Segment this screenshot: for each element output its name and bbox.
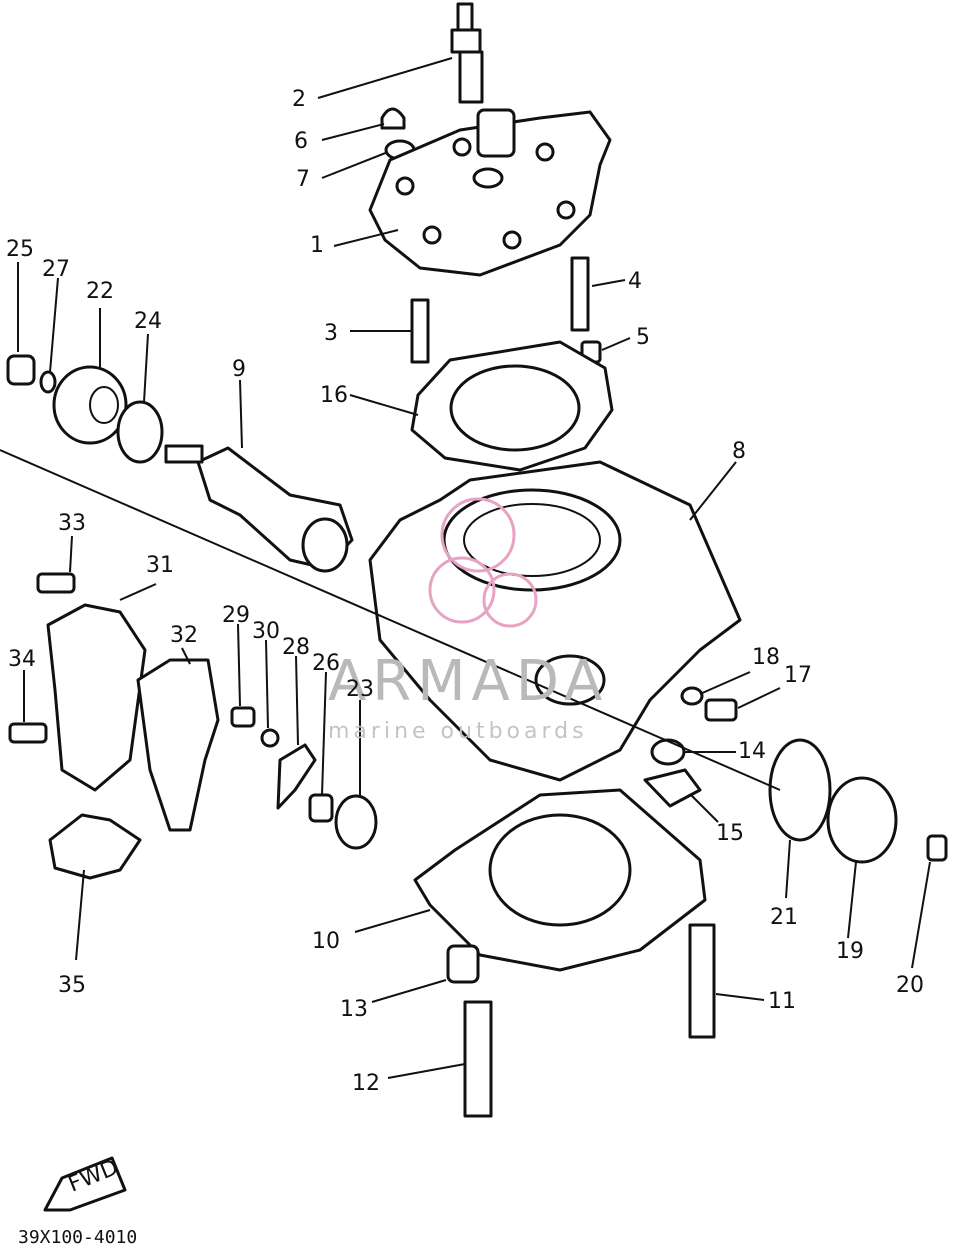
- part-cap-nut: [380, 107, 406, 130]
- callout-34: 34: [8, 647, 36, 672]
- part-oring-27: [39, 370, 57, 394]
- callout-5: 5: [636, 325, 650, 350]
- callout-33: 33: [58, 511, 86, 536]
- callout-20: 20: [896, 973, 924, 998]
- callout-14: 14: [738, 739, 766, 764]
- callout-27: 27: [42, 257, 70, 282]
- part-bolt-33: [36, 572, 76, 594]
- part-stud-11: [688, 923, 716, 1039]
- callout-3: 3: [324, 321, 338, 346]
- part-stud-4: [570, 256, 590, 332]
- watermark: ARMADA marine outboards: [328, 497, 608, 744]
- watermark-title: ARMADA: [328, 649, 608, 714]
- part-gasket-21: [768, 738, 832, 842]
- callout-4: 4: [628, 269, 642, 294]
- callout-28: 28: [282, 635, 310, 660]
- callout-30: 30: [252, 619, 280, 644]
- watermark-logo-icon: [428, 497, 538, 628]
- callout-2: 2: [292, 87, 306, 112]
- part-spark-plug: [450, 2, 484, 104]
- part-holder-35: [48, 813, 142, 880]
- part-seal-23: [334, 794, 378, 850]
- part-housing-22: [52, 365, 128, 445]
- callout-10: 10: [312, 929, 340, 954]
- part-bolt-20: [926, 834, 948, 862]
- part-cover-31: [46, 603, 147, 792]
- callout-31: 31: [146, 553, 174, 578]
- part-plate-15: [643, 768, 702, 808]
- leader-lines: [0, 57, 931, 1079]
- part-bolt-17: [704, 698, 738, 722]
- callout-18: 18: [752, 645, 780, 670]
- part-washer-18: [680, 686, 704, 706]
- part-oring-24: [116, 400, 164, 464]
- part-lever-28: [276, 743, 317, 810]
- callout-35: 35: [58, 973, 86, 998]
- callout-1: 1: [310, 233, 324, 258]
- callout-23: 23: [346, 677, 374, 702]
- callout-15: 15: [716, 821, 744, 846]
- part-stud-12: [463, 1000, 493, 1118]
- part-grommet-14: [650, 738, 686, 766]
- callout-25: 25: [6, 237, 34, 262]
- part-cylinder: [368, 460, 742, 782]
- callout-11: 11: [768, 989, 796, 1014]
- part-bolt-34: [8, 722, 48, 744]
- drawing-code: 39X100-4010: [18, 1227, 137, 1248]
- callout-7: 7: [296, 167, 310, 192]
- part-cap-25: [6, 354, 36, 386]
- part-dowel-13: [446, 944, 480, 984]
- part-head-gasket: [410, 340, 614, 472]
- callout-6: 6: [294, 129, 308, 154]
- part-washer-30: [260, 728, 280, 748]
- callout-29: 29: [222, 603, 250, 628]
- part-gasket-32: [136, 658, 220, 832]
- callout-32: 32: [170, 623, 198, 648]
- callout-labels: 1 2 3 4 5 6 7 8 9 10 11 12 13 14 15 16 1…: [6, 87, 924, 1096]
- part-base-gasket: [413, 788, 707, 972]
- callout-9: 9: [232, 357, 246, 382]
- part-bolt-29: [230, 706, 256, 728]
- part-nut-26: [308, 793, 334, 823]
- part-cover-19: [826, 776, 898, 864]
- callout-22: 22: [86, 279, 114, 304]
- callout-24: 24: [134, 309, 162, 334]
- callout-12: 12: [352, 1071, 380, 1096]
- part-stud-3: [410, 298, 430, 364]
- callout-21: 21: [770, 905, 798, 930]
- callout-16: 16: [320, 383, 348, 408]
- part-cylinder-head: [368, 108, 612, 277]
- callout-19: 19: [836, 939, 864, 964]
- callout-26: 26: [312, 651, 340, 676]
- callout-8: 8: [732, 439, 746, 464]
- part-exhaust-valve: [164, 444, 354, 573]
- watermark-subtitle: marine outboards: [328, 719, 588, 744]
- callout-17: 17: [784, 663, 812, 688]
- fwd-arrow-icon: FWD: [43, 1155, 127, 1212]
- callout-13: 13: [340, 997, 368, 1022]
